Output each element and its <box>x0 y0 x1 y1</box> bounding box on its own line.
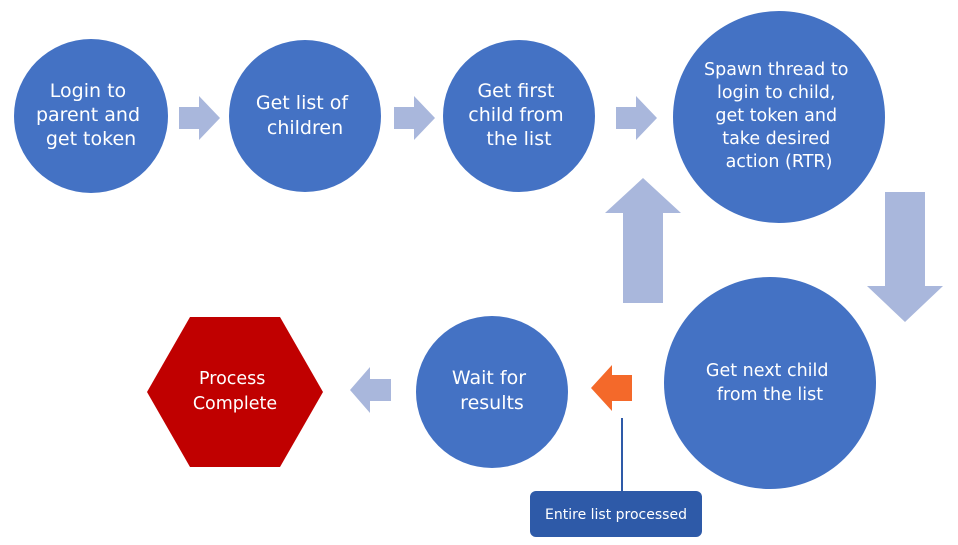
step-spawn-thread: Spawn thread to login to child, get toke… <box>673 11 885 223</box>
step-get-next-child-line-2: from the list <box>717 385 823 405</box>
entire-list-processed-callout: Entire list processed <box>530 491 702 537</box>
svg-text:Get first child from: Get first child from the list <box>468 80 569 150</box>
step-get-first-child: Get first child from the list <box>443 40 595 192</box>
callout-label: Entire list processed <box>545 507 687 523</box>
step-spawn-thread-line-5: action (RTR) <box>726 152 833 172</box>
block-arrow-icon <box>867 192 943 322</box>
step-get-next-child-line-1: Get next child <box>706 361 829 381</box>
block-arrow-icon <box>616 96 657 140</box>
svg-text:Wait for results: Wait for results <box>452 367 532 414</box>
step-spawn-thread-line-4: take desired <box>722 129 830 149</box>
process-complete-shape <box>147 317 323 467</box>
orange-arrow-icon <box>591 365 632 411</box>
process-complete-line-2: Complete <box>193 394 277 414</box>
step-get-next-child: Get next child from the list <box>664 277 876 489</box>
svg-text:Spawn thread to login to: Spawn thread to login to child, get toke… <box>704 60 854 172</box>
step-wait-results-line-1: Wait for <box>452 367 526 389</box>
step-get-children-line-2: children <box>267 117 343 139</box>
step-spawn-thread-circle <box>673 11 885 223</box>
step-get-first-child-line-2: child from <box>468 104 563 126</box>
block-arrow-icon <box>605 178 681 303</box>
step-login-parent-line-2: parent and <box>36 104 140 126</box>
svg-text:Get next child from the: Get next child from the list <box>706 361 834 405</box>
step-get-children-line-1: Get list of <box>256 92 349 114</box>
step-get-first-child-line-1: Get first <box>477 80 554 102</box>
step-get-first-child-line-3: the list <box>486 128 551 150</box>
step-login-parent-line-1: Login to <box>50 80 126 102</box>
step-get-children-circle <box>229 40 381 192</box>
svg-text:Login to parent and: Login to parent and get token <box>36 80 146 150</box>
step-spawn-thread-line-3: get token and <box>715 106 837 126</box>
step-login-parent-line-3: get token <box>46 128 136 150</box>
step-login-parent: Login to parent and get token <box>14 39 168 193</box>
block-arrow-icon <box>350 367 391 413</box>
process-complete-line-1: Process <box>199 369 265 389</box>
callout-box <box>530 491 702 537</box>
svg-text:Process Complete: Process Complete <box>193 369 277 414</box>
svg-text:Get list of children: Get list of children <box>256 92 354 139</box>
step-spawn-thread-line-1: Spawn thread to <box>704 60 848 80</box>
step-get-children: Get list of children <box>229 40 381 192</box>
step-wait-results-circle <box>416 316 568 468</box>
step-get-first-child-circle <box>443 40 595 192</box>
step-wait-results: Wait for results <box>416 316 568 468</box>
block-arrow-icon <box>394 96 435 140</box>
step-get-next-child-circle <box>664 277 876 489</box>
step-spawn-thread-line-2: login to child, <box>717 83 835 103</box>
process-complete-hexagon: Process Complete <box>147 317 323 467</box>
block-arrow-icon <box>179 96 220 140</box>
step-wait-results-line-2: results <box>460 392 524 414</box>
step-login-parent-circle <box>14 39 168 193</box>
